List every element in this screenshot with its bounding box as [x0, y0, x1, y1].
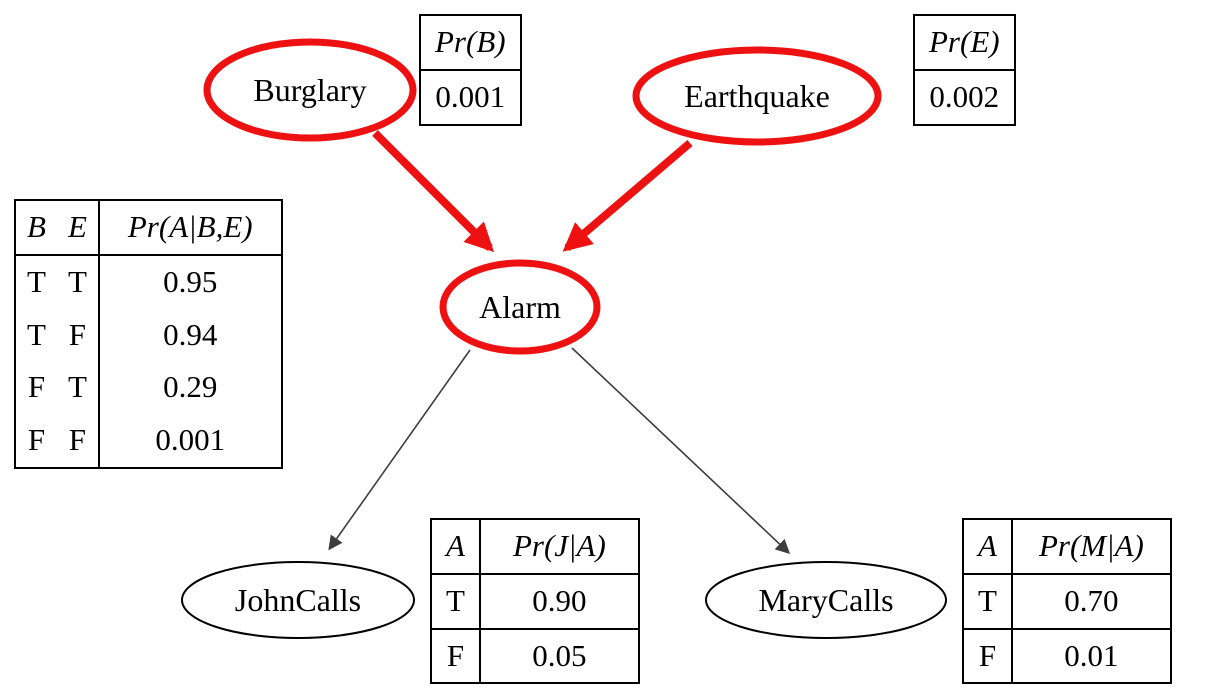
table-row: F T 0.29 [15, 361, 282, 414]
table-cell: F [962, 627, 1013, 685]
node-johncalls-label: JohnCalls [235, 582, 361, 618]
node-marycalls-label: MaryCalls [758, 582, 893, 618]
table-cell: 0.95 [163, 263, 218, 299]
table-cell: 0.29 [163, 369, 218, 405]
table-cell: T [962, 572, 1013, 630]
node-earthquake-ellipse [632, 46, 882, 146]
table-header-cell: B [15, 200, 57, 256]
edge-burglary-alarm [372, 130, 495, 253]
table-row: F F 0.001 [15, 414, 282, 468]
table-cell: 0.001 [155, 422, 226, 457]
edge-alarm-johncalls [328, 349, 471, 551]
table-value-cell: 0.001 [419, 68, 522, 126]
table-cell: F [27, 422, 46, 457]
table-cell: F [56, 308, 100, 362]
alarm-cpt-table: B E Pr(A|B,E) T T 0.95 T F 0.94 F T 0.29… [14, 199, 283, 469]
table-header-cell: A [962, 518, 1013, 575]
table-header-cell: A [430, 518, 481, 575]
table-row: F 0.01 [962, 627, 1172, 685]
table-row: T 0.90 [430, 572, 640, 630]
table-header-cell: Pr(E) [913, 14, 1016, 71]
table-header-cell: Pr(B) [419, 14, 522, 71]
node-alarm-ellipse [439, 259, 601, 355]
edge-alarm-marycalls [571, 347, 791, 554]
node-marycalls-ellipse [705, 561, 947, 639]
table-row: T 0.70 [962, 572, 1172, 630]
table-cell: 0.05 [478, 627, 640, 685]
table-cell: T [56, 361, 100, 414]
table-header-cell: E [56, 200, 100, 256]
table-value-cell: 0.002 [913, 68, 1016, 126]
johncalls-cpt-table: A Pr(J|A) T 0.90 F 0.05 [430, 518, 640, 685]
node-earthquake-label: Earthquake [684, 78, 830, 114]
table-row: T T 0.95 [15, 254, 282, 309]
node-alarm-label: Alarm [479, 289, 561, 325]
burglary-prior-table: Pr(B) 0.001 [419, 14, 522, 126]
table-cell: T [27, 316, 46, 352]
table-cell: 0.70 [1010, 572, 1172, 630]
table-cell: F [430, 627, 481, 685]
table-header-cell: Pr(J|A) [478, 518, 640, 575]
table-row: T F 0.94 [15, 308, 282, 362]
earthquake-prior-table: Pr(E) 0.002 [913, 14, 1016, 126]
table-cell: T [27, 263, 46, 299]
table-header-cell: Pr(A|B,E) [98, 200, 282, 256]
table-cell: F [27, 369, 46, 405]
marycalls-cpt-table: A Pr(M|A) T 0.70 F 0.01 [962, 518, 1172, 685]
table-cell: F [56, 414, 100, 468]
table-cell: 0.90 [478, 572, 640, 630]
table-cell: T [56, 254, 100, 309]
table-cell: 0.01 [1010, 627, 1172, 685]
node-burglary-ellipse [203, 38, 417, 142]
edge-earthquake-alarm [562, 139, 693, 252]
node-burglary-label: Burglary [253, 72, 366, 108]
table-cell: T [430, 572, 481, 630]
table-cell: 0.94 [163, 316, 218, 352]
table-row: F 0.05 [430, 627, 640, 685]
node-johncalls-ellipse [181, 561, 415, 639]
table-header-cell: Pr(M|A) [1010, 518, 1172, 575]
